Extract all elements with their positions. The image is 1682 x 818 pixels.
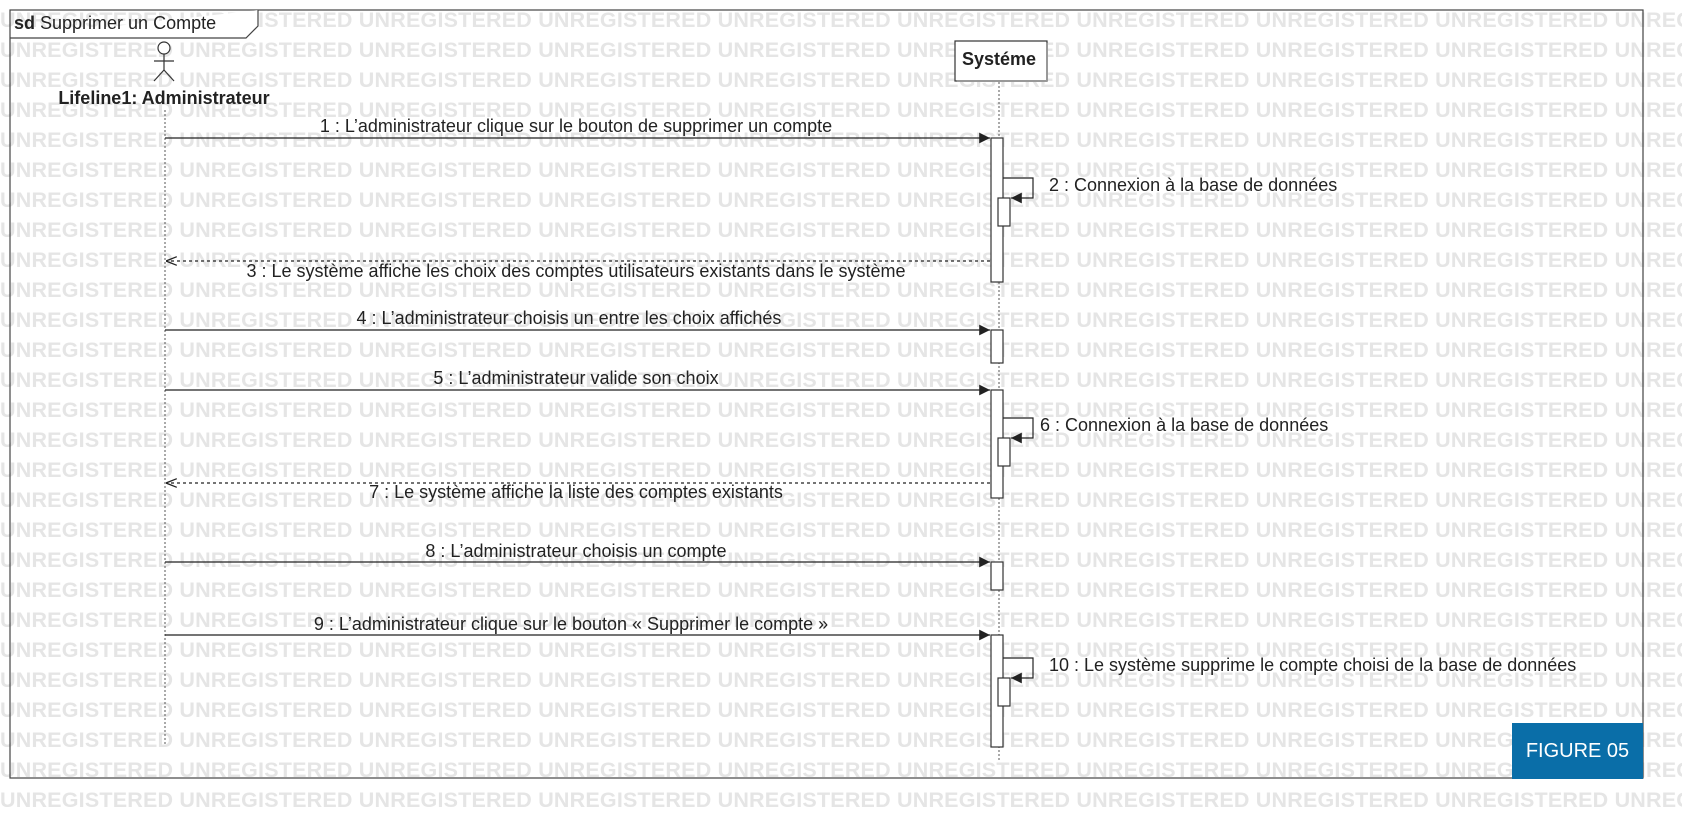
message-label: 9 : L’administrateur clique sur le bouto… <box>314 614 828 634</box>
message-5: 5 : L’administrateur valide son choix <box>165 368 990 396</box>
message-label: 1 : L’administrateur clique sur le bouto… <box>320 116 832 136</box>
message-label: 5 : L’administrateur valide son choix <box>433 368 718 388</box>
message-label: 2 : Connexion à la base de données <box>1049 175 1337 195</box>
message-3: 3 : Le système affiche les choix des com… <box>166 261 990 281</box>
message-10: 10 : Le système supprime le compte chois… <box>1003 655 1576 684</box>
message-label: 10 : Le système supprime le compte chois… <box>1049 655 1576 675</box>
activation-bar <box>997 197 1011 227</box>
activation-bar <box>990 561 1004 591</box>
message-9: 9 : L’administrateur clique sur le bouto… <box>165 614 990 641</box>
message-1: 1 : L’administrateur clique sur le bouto… <box>165 116 990 144</box>
message-2: 2 : Connexion à la base de données <box>1003 175 1337 204</box>
activation-bar <box>990 329 1004 364</box>
message-label: 4 : L’administrateur choisis un entre le… <box>357 308 782 328</box>
message-8: 8 : L’administrateur choisis un compte <box>165 541 990 568</box>
actor-lifeline: Lifeline1: Administrateur <box>58 41 270 745</box>
frame-title-tab <box>10 10 259 39</box>
message-7: 7 : Le système affiche la liste des comp… <box>166 482 990 502</box>
diagram-frame <box>9 9 1644 779</box>
figure-label: FIGURE 05 <box>1512 723 1643 779</box>
message-label: 8 : L’administrateur choisis un compte <box>425 541 726 561</box>
message-label: 6 : Connexion à la base de données <box>1040 415 1328 435</box>
activation-bar <box>997 677 1011 707</box>
actor-stick-figure-icon <box>153 41 175 82</box>
system-lifeline-label: Systéme <box>962 49 1036 69</box>
actor-lifeline-label: Lifeline1: Administrateur <box>58 88 269 108</box>
activation-bars <box>990 137 1011 748</box>
message-label: 3 : Le système affiche les choix des com… <box>247 261 906 281</box>
message-label: 7 : Le système affiche la liste des comp… <box>369 482 783 502</box>
activation-bar <box>997 437 1011 467</box>
message-6: 6 : Connexion à la base de données <box>1003 415 1328 444</box>
message-4: 4 : L’administrateur choisis un entre le… <box>165 308 990 336</box>
